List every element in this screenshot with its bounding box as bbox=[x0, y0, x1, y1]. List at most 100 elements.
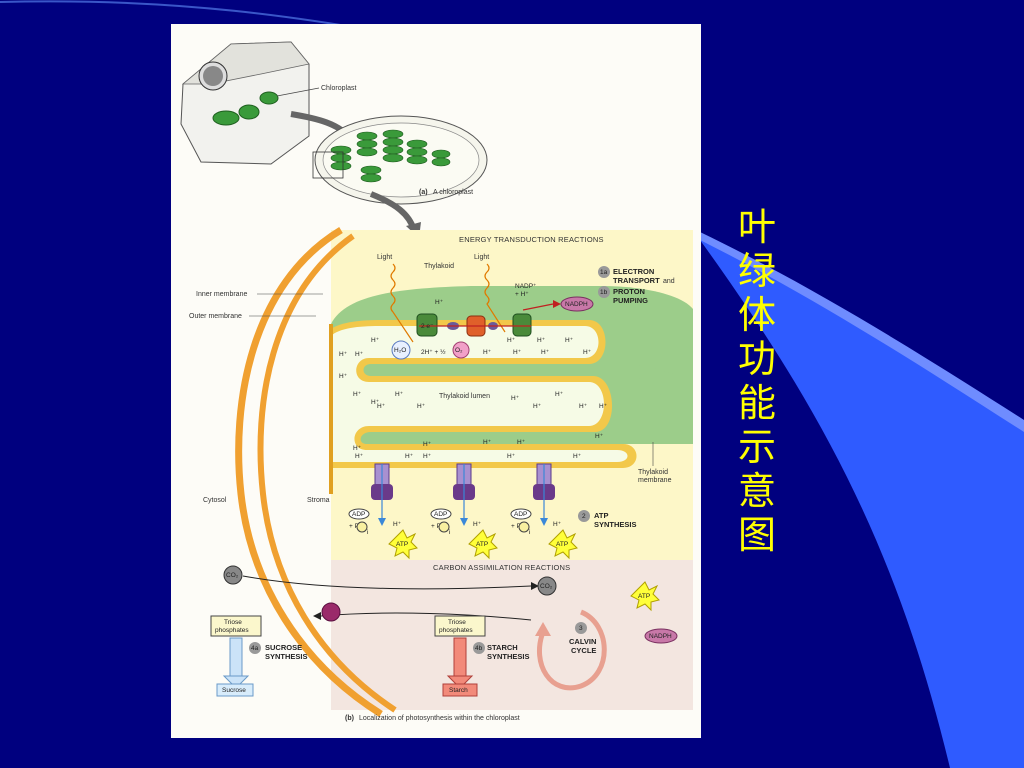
triose-right-1: Triose bbox=[448, 619, 466, 626]
triose-left-1: Triose bbox=[224, 619, 242, 626]
co2-arrow bbox=[242, 575, 532, 590]
electron-transport-2: TRANSPORT bbox=[613, 276, 660, 285]
svg-text:H⁺: H⁺ bbox=[473, 521, 482, 528]
starch-box bbox=[442, 683, 478, 697]
calvin-2: CYCLE bbox=[571, 646, 596, 655]
step-3: 3 bbox=[579, 625, 583, 632]
nadp-h-label: + H⁺ bbox=[515, 291, 529, 298]
svg-text:H⁺: H⁺ bbox=[355, 351, 364, 358]
triose-right-2: phosphates bbox=[439, 627, 473, 634]
svg-text:H⁺: H⁺ bbox=[435, 299, 444, 306]
nadph-label-carbon: NADPH bbox=[649, 633, 672, 640]
proton-labels: H⁺ H⁺ H⁺ H⁺ H⁺ H⁺ H⁺ H⁺ H⁺ H⁺ H⁺ H⁺ H⁺ H… bbox=[339, 299, 608, 460]
nadph-oval bbox=[560, 296, 594, 312]
carbon-title: CARBON ASSIMILATION REACTIONS bbox=[433, 563, 570, 572]
slide-title: 叶 绿 体 功 能 示 意 图 bbox=[734, 205, 780, 557]
atp-synthase-1 bbox=[371, 463, 393, 526]
atp-group-2: ADP + P i H⁺ ATP bbox=[430, 508, 498, 560]
thylakoid-membrane-label-1: Thylakoid bbox=[638, 469, 668, 476]
thylakoid-lumen-label: Thylakoid lumen bbox=[439, 393, 490, 400]
caption-b: Localization of photosynthesis within th… bbox=[359, 715, 520, 722]
cytosol-label: Cytosol bbox=[203, 497, 227, 504]
cell-illustration bbox=[180, 41, 310, 165]
blue-swoosh-shape bbox=[700, 235, 1024, 768]
sucrose-arrow bbox=[222, 637, 250, 689]
step-2-badge bbox=[578, 510, 590, 522]
co2-circle-right bbox=[537, 576, 557, 596]
svg-text:ADP: ADP bbox=[434, 511, 447, 518]
sucrose-box bbox=[216, 683, 254, 697]
svg-text:H⁺: H⁺ bbox=[507, 453, 516, 460]
svg-text:H⁺: H⁺ bbox=[377, 403, 386, 410]
nadph-label-top: NADPH bbox=[565, 301, 588, 308]
caption-a: A chloroplast bbox=[433, 189, 473, 196]
proton-pumping-1: PROTON bbox=[613, 287, 645, 296]
svg-text:H⁺: H⁺ bbox=[483, 349, 492, 356]
stroma-lamella bbox=[639, 364, 693, 402]
svg-text:ATP: ATP bbox=[396, 541, 408, 548]
swoosh-highlight bbox=[700, 232, 1024, 432]
title-char: 图 bbox=[737, 513, 776, 557]
nadp-label: NADP⁺ bbox=[515, 283, 537, 290]
svg-text:i: i bbox=[449, 529, 450, 536]
chloroplast-figure: Chloroplast (a) A chloroplast ENERGY TRA… bbox=[171, 24, 701, 738]
thylakoid-label: Thylakoid bbox=[424, 263, 454, 270]
outer-membrane bbox=[235, 227, 383, 717]
svg-text:H⁺: H⁺ bbox=[417, 403, 426, 410]
atp-group-1: ADP + P i H⁺ ATP bbox=[348, 508, 418, 560]
step-4b: 4b bbox=[475, 645, 483, 652]
svg-text:H⁺: H⁺ bbox=[405, 453, 414, 460]
title-char: 绿 bbox=[737, 249, 776, 293]
svg-text:ATP: ATP bbox=[476, 541, 488, 548]
starch-arrow bbox=[446, 637, 474, 689]
svg-text:H⁺: H⁺ bbox=[513, 349, 522, 356]
svg-text:H⁺: H⁺ bbox=[565, 337, 574, 344]
carbon-region-bg bbox=[331, 560, 693, 710]
inner-membrane bbox=[257, 233, 397, 713]
svg-text:H⁺: H⁺ bbox=[507, 337, 516, 344]
step-4b-badge bbox=[473, 642, 485, 654]
svg-text:H⁺: H⁺ bbox=[339, 373, 348, 380]
caption-b-letter: (b) bbox=[345, 715, 354, 722]
atp-label-carbon: ATP bbox=[638, 593, 650, 600]
svg-text:H⁺: H⁺ bbox=[541, 349, 550, 356]
svg-text:H⁺: H⁺ bbox=[393, 521, 402, 528]
atp-synthesis-1: ATP bbox=[594, 511, 608, 520]
step-1b: 1b bbox=[600, 289, 608, 296]
svg-text:H⁺: H⁺ bbox=[353, 445, 362, 452]
nadph-oval-carbon bbox=[644, 628, 678, 644]
svg-text:H⁺: H⁺ bbox=[339, 351, 348, 358]
co2-circle-left bbox=[223, 565, 243, 585]
svg-text:H⁺: H⁺ bbox=[579, 403, 588, 410]
chloroplast-label: Chloroplast bbox=[321, 85, 356, 92]
water-split-label: 2H⁺ + ½ bbox=[421, 348, 446, 356]
atp-star-carbon bbox=[630, 581, 660, 612]
svg-text:H⁺: H⁺ bbox=[553, 521, 562, 528]
atp-synthase-3 bbox=[533, 463, 555, 526]
step-4a-badge bbox=[249, 642, 261, 654]
calvin-cycle-loop bbox=[536, 609, 607, 691]
svg-text:H⁺: H⁺ bbox=[599, 403, 608, 410]
starch-synthesis-2: SYNTHESIS bbox=[487, 652, 530, 661]
proton-pumping-2: PUMPING bbox=[613, 296, 648, 305]
svg-text:+ P: + P bbox=[349, 523, 359, 530]
title-char: 叶 bbox=[737, 205, 776, 249]
step-1a-badge bbox=[598, 266, 610, 278]
svg-text:ADP: ADP bbox=[514, 511, 527, 518]
triose-box-left bbox=[210, 615, 262, 637]
caption-a-letter: (a) bbox=[419, 189, 428, 196]
stroma-label: Stroma bbox=[307, 497, 330, 504]
svg-text:H⁺: H⁺ bbox=[371, 337, 380, 344]
h2o-label: H₂O bbox=[394, 347, 406, 354]
light-wave-1 bbox=[390, 263, 414, 343]
atp-group-3: ADP + P i H⁺ ATP bbox=[510, 508, 578, 560]
thylakoid-membrane-label-2: membrane bbox=[638, 477, 672, 484]
svg-text:H⁺: H⁺ bbox=[533, 403, 542, 410]
triose-export-arrow bbox=[320, 612, 532, 621]
light-label-1: Light bbox=[377, 254, 392, 261]
triose-transporter bbox=[321, 602, 341, 622]
step-3-badge bbox=[575, 622, 587, 634]
energy-title: ENERGY TRANSDUCTION REACTIONS bbox=[459, 235, 604, 244]
triose-box-right bbox=[434, 615, 486, 637]
chloroplast-illustration bbox=[312, 115, 488, 205]
